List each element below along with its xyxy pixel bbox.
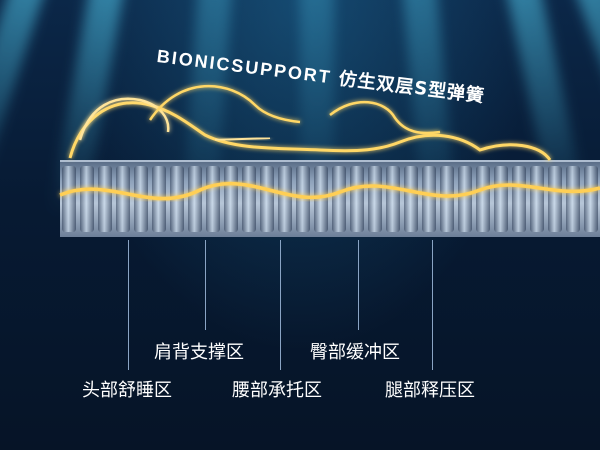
- spring-coil: [494, 166, 508, 232]
- spring-coil: [440, 166, 454, 232]
- spring-coil: [386, 166, 400, 232]
- s-wave: [59, 181, 600, 201]
- spring-coil: [584, 166, 598, 232]
- body-silhouette-line: [68, 101, 552, 161]
- zone-label-waist: 腰部承托区: [232, 380, 322, 401]
- spring-coil: [80, 166, 94, 232]
- spring-coil: [422, 166, 436, 232]
- arm-line: [214, 137, 271, 141]
- spring-coil: [566, 166, 580, 232]
- spring-coil: [530, 166, 544, 232]
- spring-coil: [296, 166, 310, 232]
- spring-coil: [314, 166, 328, 232]
- spring-coil: [350, 166, 364, 232]
- spring-coil: [476, 166, 490, 232]
- spring-coil: [188, 166, 202, 232]
- spring-coil: [206, 166, 220, 232]
- spring-coil: [134, 166, 148, 232]
- spring-coil: [260, 166, 274, 232]
- spring-coil: [458, 166, 472, 232]
- zone-divider: [128, 240, 129, 370]
- zone-label-hip: 臀部缓冲区: [310, 342, 400, 363]
- spring-coil: [62, 166, 76, 232]
- spring-coil: [242, 166, 256, 232]
- zone-label-shoulder: 肩背支撑区: [154, 342, 244, 363]
- spring-coil: [278, 166, 292, 232]
- spring-coil: [116, 166, 130, 232]
- shoulder-outline: [148, 85, 301, 124]
- spring-coil: [404, 166, 418, 232]
- spring-coil: [332, 166, 346, 232]
- zone-label-head: 头部舒睡区: [82, 380, 172, 401]
- head-outline: [78, 97, 170, 141]
- hip-outline: [329, 100, 441, 135]
- zone-divider: [205, 240, 206, 330]
- spring-coil: [512, 166, 526, 232]
- zone-label-leg: 腿部释压区: [385, 380, 475, 401]
- zone-divider: [358, 240, 359, 330]
- spring-coil: [98, 166, 112, 232]
- spring-coil: [368, 166, 382, 232]
- zone-divider: [280, 240, 281, 370]
- spring-coil: [548, 166, 562, 232]
- zone-divider: [432, 240, 433, 370]
